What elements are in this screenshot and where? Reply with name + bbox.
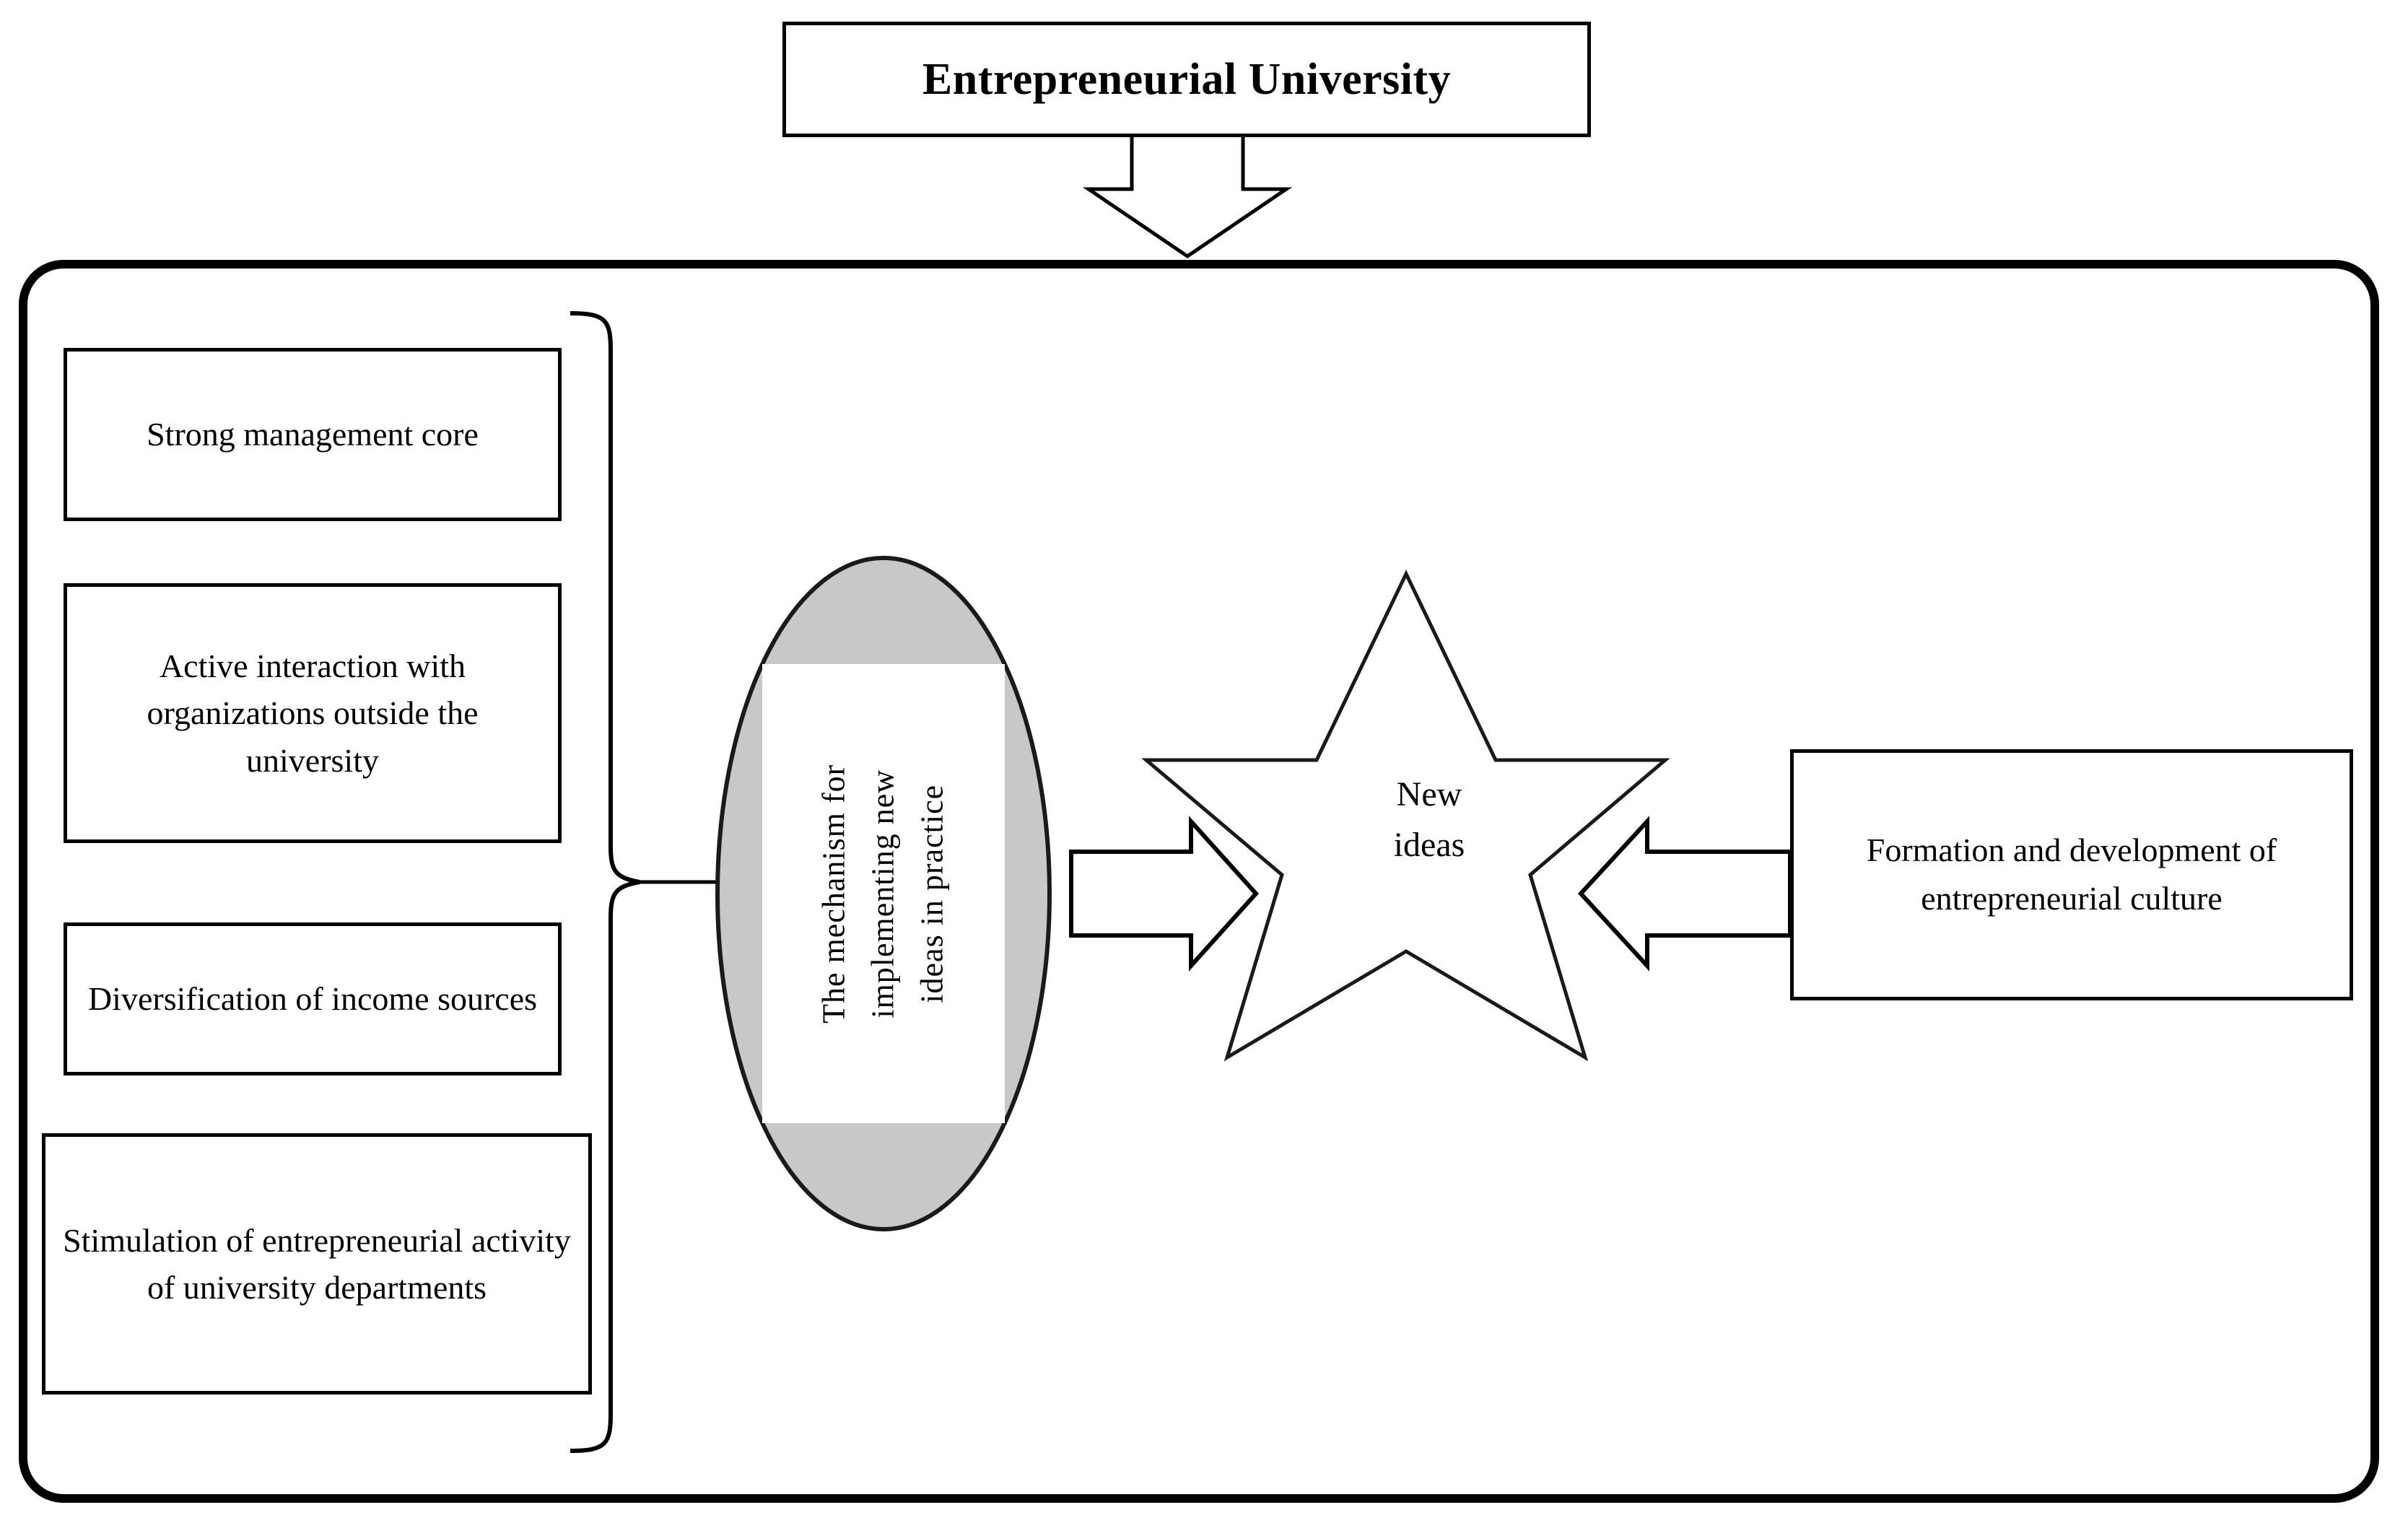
star-line-2: ideas bbox=[1393, 825, 1465, 864]
feature-label: Active interaction with organizations ou… bbox=[147, 647, 479, 779]
mechanism-label-box: The mechanism for implementing new ideas… bbox=[762, 664, 1005, 1123]
formation-development-culture-box: Formation and development of entrepreneu… bbox=[1790, 749, 2353, 1000]
right-box-label: Formation and development of entrepreneu… bbox=[1866, 832, 2277, 917]
star-line-1: New bbox=[1396, 775, 1462, 813]
feature-box-diversification-income: Diversification of income sources bbox=[64, 922, 562, 1075]
mechanism-line-1: The mechanism for bbox=[816, 764, 852, 1024]
title-label: Entrepreneurial University bbox=[922, 55, 1452, 104]
feature-box-active-interaction: Active interaction with organizations ou… bbox=[64, 583, 562, 843]
mechanism-rotated-text: The mechanism for implementing new ideas… bbox=[810, 764, 958, 1023]
feature-box-strong-management-core: Strong management core bbox=[64, 348, 562, 521]
feature-label: Stimulation of entrepreneurial activity … bbox=[63, 1221, 571, 1306]
mechanism-line-2: implementing new bbox=[865, 769, 901, 1018]
mechanism-line-3: ideas in practice bbox=[915, 784, 951, 1003]
feature-label: Strong management core bbox=[147, 416, 479, 453]
feature-box-stimulation-activity: Stimulation of entrepreneurial activity … bbox=[42, 1133, 592, 1395]
star-label: New ideas bbox=[1299, 769, 1559, 899]
title-box: Entrepreneurial University bbox=[782, 22, 1591, 137]
down-arrow-hollow bbox=[1082, 137, 1293, 259]
feature-label: Diversification of income sources bbox=[87, 980, 538, 1018]
